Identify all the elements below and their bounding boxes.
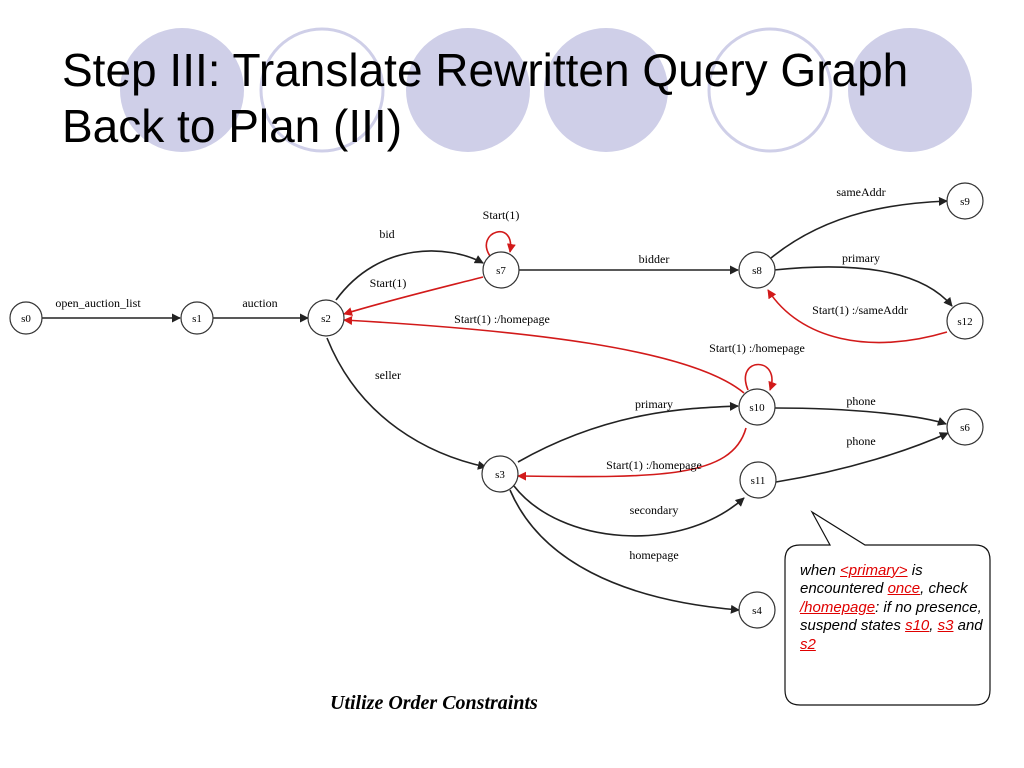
- callout-highlight-s3: s3: [937, 617, 954, 635]
- edge-label-s10-s2: Start(1) :/homepage: [454, 312, 550, 326]
- node-s11: s11: [739, 461, 777, 499]
- node-s9: s9: [946, 182, 984, 220]
- edge-label-s12-s8: Start(1) :/sameAddr: [812, 303, 908, 317]
- deco-circle-5: [707, 27, 833, 153]
- edge-label-homepage: homepage: [629, 548, 678, 562]
- edge-s12-s8: [767, 289, 948, 344]
- edge-s7-loop: [485, 231, 516, 257]
- callout-w3: , check: [920, 580, 968, 598]
- callout-w6: and: [953, 617, 983, 635]
- node-s2: s2: [307, 299, 345, 337]
- node-s4: s4: [738, 591, 776, 629]
- node-s7-label: s7: [496, 265, 506, 277]
- edge-label-open-auction-list: open_auction_list: [55, 296, 141, 310]
- edge-s2-s3: [326, 337, 487, 470]
- edge-s3-s11: [513, 485, 745, 537]
- edge-label-sameaddr: sameAddr: [836, 185, 885, 199]
- node-s6: s6: [946, 408, 984, 446]
- node-s10: s10: [738, 388, 776, 426]
- title-decoration: [120, 27, 972, 153]
- callout-highlight-homepage: /homepage: [800, 598, 876, 616]
- edge-s10-s3: [517, 427, 747, 481]
- edge-label-auction: auction: [242, 296, 277, 310]
- node-s12-label: s12: [957, 316, 972, 328]
- node-s1: s1: [180, 301, 214, 335]
- node-s10-label: s10: [749, 402, 765, 414]
- title-line-2: Back to Plan (III): [62, 100, 403, 152]
- node-s2-label: s2: [321, 313, 331, 325]
- edge-label-s10-s3: Start(1) :/homepage: [606, 458, 702, 472]
- callout-w2: is encountered: [800, 562, 923, 598]
- deco-circle-2: [259, 27, 385, 153]
- callout-highlight-s10: s10: [905, 617, 930, 635]
- edge-s2-s7: [335, 250, 484, 301]
- edge-s3-s10: [517, 401, 739, 463]
- callout-highlight-primary: <primary>: [840, 562, 908, 579]
- deco-circle-1: [120, 28, 244, 152]
- callout-highlight-once: once: [887, 580, 921, 598]
- deco-circle-3: [406, 28, 530, 152]
- edge-s8-s12: [773, 266, 953, 307]
- node-s3-label: s3: [495, 469, 505, 481]
- edge-label-bidder: bidder: [639, 252, 670, 266]
- node-s8: s8: [738, 251, 776, 289]
- callout-highlight-s2: s2: [800, 635, 816, 653]
- edge-s10-s2: [343, 315, 745, 394]
- callout-w5: ,: [929, 617, 938, 635]
- node-s11-label: s11: [751, 475, 766, 487]
- deco-circle-6: [848, 28, 972, 152]
- node-s6-label: s6: [960, 422, 970, 434]
- title-line-1: Step III: Translate Rewritten Query Grap…: [62, 44, 909, 96]
- edge-s10-loop: [744, 363, 777, 391]
- node-s4-label: s4: [752, 605, 762, 617]
- edge-label-s10-loop: Start(1) :/homepage: [709, 341, 805, 355]
- node-s1-label: s1: [192, 313, 202, 325]
- node-s3: s3: [481, 455, 519, 493]
- edge-label-seller: seller: [375, 368, 401, 382]
- edge-label-s10-s6-phone: phone: [846, 394, 875, 408]
- deco-circle-4: [544, 28, 668, 152]
- node-s12: s12: [946, 302, 984, 340]
- edge-label-bid: bid: [379, 227, 394, 241]
- callout-w1: when: [800, 562, 841, 579]
- node-s0-label: s0: [21, 313, 31, 325]
- edge-label-s8-s12-primary: primary: [842, 251, 880, 265]
- node-s8-label: s8: [752, 265, 762, 277]
- edge-label-secondary: secondary: [630, 503, 679, 517]
- edge-label-s7-s2: Start(1): [370, 276, 407, 290]
- node-s0: s0: [9, 301, 43, 335]
- edge-label-s11-s6-phone: phone: [846, 434, 875, 448]
- edge-s8-s9: [770, 196, 948, 259]
- edge-s10-s6: [774, 407, 947, 426]
- callout-text: when <primary> is encountered once, chec…: [800, 562, 990, 654]
- edge-label-s7-loop: Start(1): [483, 208, 520, 222]
- node-s9-label: s9: [960, 196, 970, 208]
- slide-title: Step III: Translate Rewritten Query Grap…: [62, 42, 1002, 154]
- edge-s3-s4: [509, 489, 740, 614]
- edge-s7-s2: [343, 276, 484, 316]
- diagram-caption: Utilize Order Constraints: [330, 692, 538, 714]
- node-s7: s7: [482, 251, 520, 289]
- callout-shape: [784, 510, 991, 706]
- edge-label-s3-s10-primary: primary: [635, 397, 673, 411]
- edge-s11-s6: [775, 432, 949, 483]
- callout-w4: : if no presence, suspend states: [800, 598, 982, 635]
